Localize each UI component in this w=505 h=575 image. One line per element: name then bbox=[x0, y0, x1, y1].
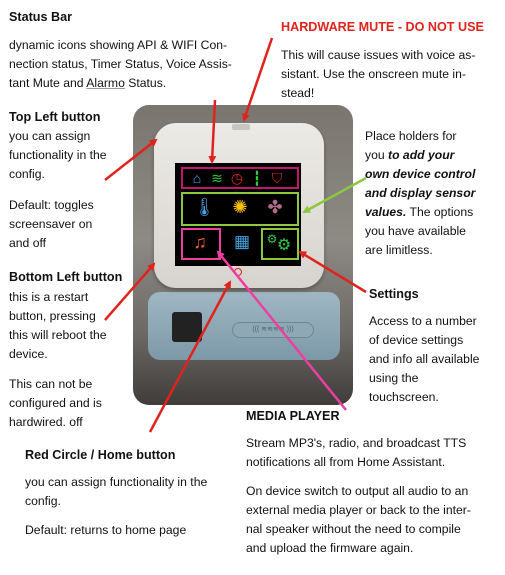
bottom-left-button-description: this is a restart button, pressing this … bbox=[9, 290, 107, 361]
gear-icon[interactable]: ⚙ bbox=[266, 232, 278, 246]
top-left-button-description: you can assign functionality in the conf… bbox=[9, 129, 107, 181]
home-button-title: Red Circle / Home button bbox=[25, 448, 176, 462]
wifi-icon: ≋ bbox=[211, 170, 223, 186]
media-player-output-description: On device switch to output all audio to … bbox=[246, 484, 471, 555]
device-screen bbox=[175, 163, 301, 266]
home-button-description: you can assign functionality in the conf… bbox=[25, 475, 208, 508]
thermometer-icon[interactable]: 🌡 bbox=[193, 197, 216, 217]
fan-icon[interactable]: ✤ bbox=[267, 197, 283, 217]
hardware-mute-description: This will cause issues with voice as- si… bbox=[281, 48, 476, 100]
music-note-icon[interactable]: ♫ bbox=[193, 232, 207, 252]
home-wifi-icon: ⌂ bbox=[192, 170, 202, 186]
bottom-left-button-note: This can not be configured and is hardwi… bbox=[9, 377, 102, 429]
mic-icon: ┇ bbox=[252, 170, 262, 186]
settings-arrow bbox=[298, 250, 367, 294]
hardware-mute-switch[interactable] bbox=[232, 124, 250, 130]
clapperboard-icon[interactable]: ▦ bbox=[233, 232, 251, 251]
media-player-title: MEDIA PLAYER bbox=[246, 409, 340, 423]
bottom-left-arrow bbox=[104, 262, 156, 321]
bottom-left-button-title: Bottom Left button bbox=[9, 270, 123, 284]
lightbulb-icon[interactable]: ✺ bbox=[232, 197, 248, 217]
placeholders-description: Place holders for you to add your own de… bbox=[365, 129, 476, 257]
hardware-mute-arrow bbox=[242, 37, 274, 122]
timer-icon: ◷ bbox=[230, 170, 244, 186]
top-left-arrow bbox=[104, 138, 158, 181]
media-player-description: Stream MP3's, radio, and broadcast TTS n… bbox=[246, 436, 467, 469]
settings-description: Access to a number of device settings an… bbox=[369, 314, 480, 404]
gear-icon[interactable]: ⚙ bbox=[276, 237, 292, 254]
status-bar-title: Status Bar bbox=[9, 10, 72, 24]
status-bar-box bbox=[181, 167, 299, 189]
settings-box bbox=[261, 228, 299, 260]
status-bar-arrow bbox=[208, 99, 217, 164]
settings-title: Settings bbox=[369, 287, 419, 301]
shield-icon: ⛉ bbox=[271, 170, 283, 186]
top-left-button-default: Default: toggles screensaver on and off bbox=[9, 198, 94, 250]
home-button-arrow bbox=[148, 280, 232, 433]
base-port bbox=[172, 312, 202, 342]
hardware-mute-title: HARDWARE MUTE - DO NOT USE bbox=[281, 20, 484, 34]
top-left-button-title: Top Left button bbox=[9, 110, 101, 124]
media-player-arrow bbox=[216, 250, 347, 411]
media-player-box bbox=[181, 228, 221, 260]
home-button-default: Default: returns to home page bbox=[25, 523, 187, 537]
placeholders-arrow bbox=[302, 176, 367, 214]
controls-placeholder-box bbox=[181, 192, 299, 226]
status-bar-description: dynamic icons showing API & WIFI Con- ne… bbox=[9, 38, 232, 90]
base-speaker-label: ((( ≋≋≋≋ ))) bbox=[232, 322, 314, 338]
